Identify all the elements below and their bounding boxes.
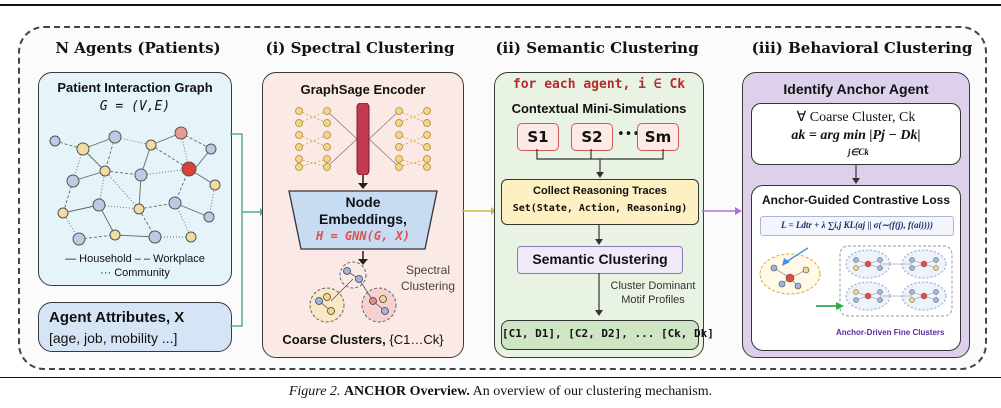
attributes-title: Agent Attributes, X (49, 309, 185, 326)
behavioral-panel: Identify Anchor Agent ∀ Coarse Cluster, … (742, 72, 970, 358)
spectral-label-line2: Clustering (400, 279, 456, 293)
spectral-label-line1: Spectral (405, 263, 451, 277)
anchor-equation-box: ∀ Coarse Cluster, Ck ak = arg min |Pj − … (751, 103, 961, 165)
semantic-clustering-box: Semantic Clustering (517, 246, 683, 274)
contrastive-loss-title: Anchor-Guided Contrastive Loss (761, 193, 951, 207)
encoder-network (295, 103, 431, 175)
coarse-clusters-label: Coarse Clusters, {C1…Ck} (263, 332, 463, 347)
simulations-merge-arrows (536, 149, 664, 178)
interaction-graph-panel: Patient Interaction Graph G = (V,E) (38, 72, 232, 286)
graph-title: Patient Interaction Graph (57, 80, 213, 95)
figure-caption: Figure 2. ANCHOR Overview. An overview o… (0, 384, 1001, 400)
agent-attributes-panel: Agent Attributes, X [age, job, mobility … (38, 302, 232, 352)
caption-bold: ANCHOR Overview. (343, 384, 470, 399)
identify-anchor-title: Identify Anchor Agent (783, 81, 929, 97)
spectral-cluster-graphic (309, 261, 397, 323)
col1-title: N Agents (Patients) (55, 39, 221, 57)
embeddings-formula: H = GNN(G, X) (316, 229, 410, 243)
col3-title: (ii) Semantic Clustering (495, 39, 699, 57)
collect-traces-box: Collect Reasoning Traces Set(State, Acti… (501, 179, 699, 225)
embeddings-line2: Embeddings, (319, 211, 407, 227)
graph-legend-line1: — Household – – Workplace (65, 253, 205, 265)
mini-simulations-title: Contextual Mini-Simulations (511, 101, 687, 116)
caption-figure-number: Figure 2. (288, 384, 341, 399)
dominant-motif-line1: Cluster Dominant (610, 280, 696, 292)
encoder-title: GraphSage Encoder (300, 82, 426, 97)
interaction-graph (49, 126, 221, 246)
semantic-panel: for each agent, i ∈ Ck Contextual Mini-S… (494, 72, 714, 358)
fine-clusters-label: Anchor-Driven Fine Clusters (836, 328, 945, 337)
connector-col1-col2 (230, 133, 264, 327)
anchor-equation-subscript: j∈Ck (848, 147, 869, 157)
connector-col3-col4 (702, 207, 742, 215)
collect-traces-line1: Collect Reasoning Traces (533, 185, 667, 197)
collect-to-semantic-arrow (595, 224, 603, 245)
loss-formula-box: L = Ldtr + λ ∑i,j KL(aj || σ(∼(f(j), f(a… (760, 216, 954, 236)
caption-text: An overview of our clustering mechanism. (472, 384, 713, 399)
fine-cluster-graphic (759, 245, 953, 317)
coarse-clusters-text: Coarse Clusters, (282, 332, 386, 347)
coarse-clusters-set: {C1…Ck} (389, 332, 444, 347)
graph-legend-line2: ··· Community (100, 267, 170, 279)
bottom-rule (0, 377, 1001, 378)
result-pairs: [C1, D1], [C2, D2], ... [Ck, Dk] (502, 327, 714, 340)
clusters-arrow (358, 251, 368, 265)
semantic-to-result-arrow (595, 273, 603, 316)
simulation-s2: S2 (571, 123, 613, 151)
anchor-equation: ak = arg min |Pj − Dk| (791, 128, 921, 143)
simulation-dots: ••• (617, 127, 641, 142)
for-each-agent: for each agent, i ∈ Ck (512, 77, 686, 92)
collect-traces-line2: Set(State, Action, Reasoning) (512, 203, 688, 214)
embeddings-line1: Node (345, 194, 381, 210)
encoder-arrow (358, 175, 368, 189)
graph-formula: G = (V,E) (99, 99, 171, 114)
col4-title: (iii) Behavioral Clustering (751, 39, 973, 57)
forall-coarse-cluster: ∀ Coarse Cluster, Ck (796, 110, 916, 125)
simulation-s1: S1 (517, 123, 559, 151)
anchor-to-loss-arrow (852, 165, 860, 184)
top-rule (0, 4, 1001, 6)
loss-formula: L = Ldtr + λ ∑i,j KL(aj || σ(∼(f(j), f(a… (781, 220, 933, 230)
attributes-values: [age, job, mobility ...] (49, 330, 178, 346)
spectral-panel: GraphSage Encoder (262, 72, 464, 358)
connector-col2-col3 (462, 207, 496, 215)
embeddings-box: Node Embeddings, H = GNN(G, X) (285, 190, 441, 250)
col2-title: (i) Spectral Clustering (265, 39, 455, 57)
dominant-motif-line2: Motif Profiles (621, 294, 685, 306)
semantic-clustering-label: Semantic Clustering (532, 251, 668, 267)
contrastive-loss-box: Anchor-Guided Contrastive Loss L = Ldtr … (751, 185, 961, 351)
simulation-sm: Sm (637, 123, 679, 151)
result-box: [C1, D1], [C2, D2], ... [Ck, Dk] (501, 320, 714, 350)
